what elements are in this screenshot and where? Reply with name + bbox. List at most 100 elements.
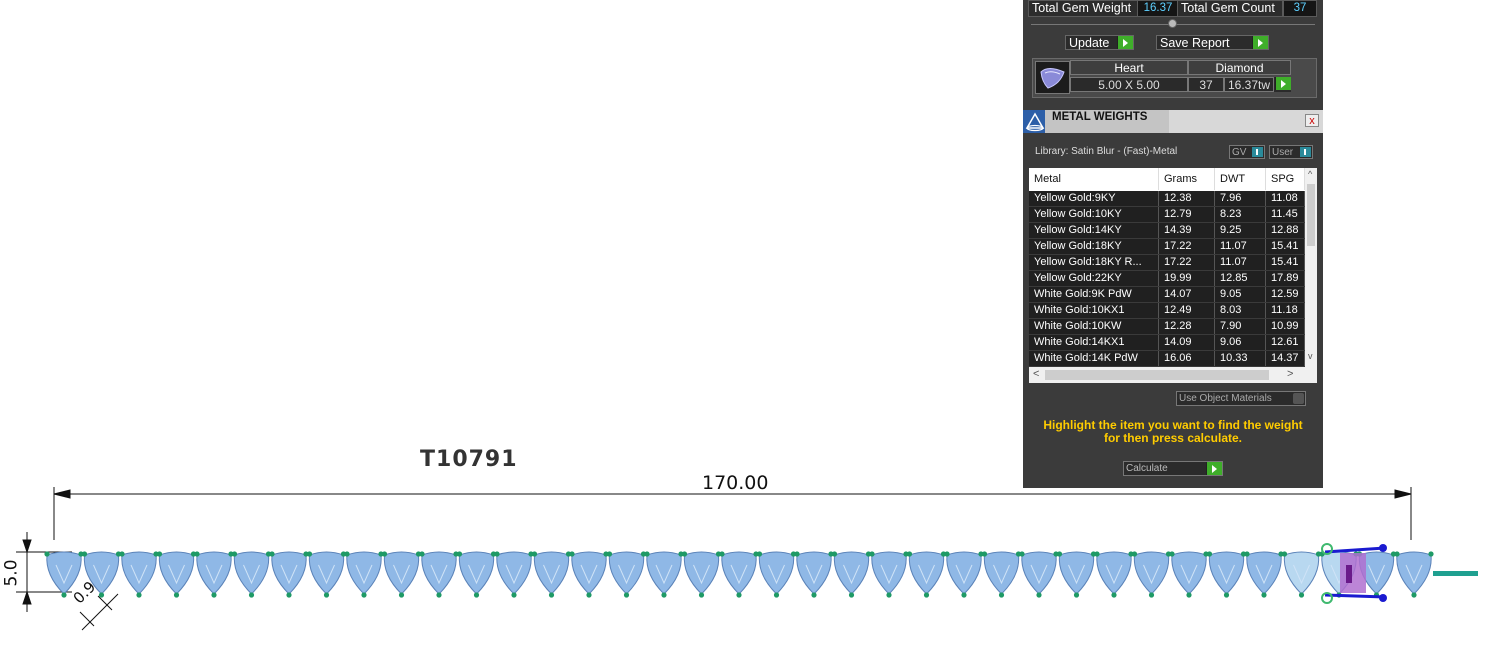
- horizontal-scroll-thumb[interactable]: [1045, 370, 1269, 380]
- heart-stone[interactable]: [496, 551, 532, 595]
- heart-stone[interactable]: [196, 551, 232, 595]
- save-report-arrow-icon: [1252, 36, 1268, 49]
- heart-stone[interactable]: [683, 551, 720, 595]
- gem-summary[interactable]: Heart Diamond 5.00 X 5.00 37 16.37tw: [1032, 58, 1317, 98]
- heart-stone[interactable]: [421, 551, 457, 595]
- heart-stone[interactable]: [533, 551, 570, 595]
- heart-stone[interactable]: [758, 551, 795, 595]
- gv-toggle[interactable]: GV: [1229, 145, 1265, 159]
- prong: [906, 551, 913, 557]
- heart-stone[interactable]: [83, 551, 120, 595]
- heart-stone[interactable]: [1208, 551, 1245, 595]
- heart-stone[interactable]: [983, 551, 1020, 595]
- prong: [381, 551, 388, 557]
- heart-stone[interactable]: [646, 551, 682, 595]
- stone-chain[interactable]: [44, 551, 1434, 598]
- heart-stone[interactable]: [271, 551, 307, 595]
- total-gem-count-label: Total Gem Count: [1177, 0, 1283, 17]
- heart-stone[interactable]: [1096, 551, 1132, 595]
- heart-stone[interactable]: [1133, 551, 1170, 595]
- heart-stone[interactable]: [796, 551, 832, 595]
- heart-stone[interactable]: [1021, 551, 1057, 595]
- update-button[interactable]: Update: [1065, 35, 1134, 50]
- heart-stone[interactable]: [908, 551, 945, 595]
- stone-facet: [805, 564, 823, 585]
- column-header-grams[interactable]: Grams: [1159, 168, 1215, 190]
- update-arrow-icon: [1117, 36, 1133, 49]
- table-cell: 7.90: [1215, 319, 1266, 334]
- splitter-handle[interactable]: [1168, 19, 1177, 28]
- heart-stone[interactable]: [308, 551, 345, 595]
- horizontal-scrollbar[interactable]: < >: [1029, 367, 1317, 383]
- heart-stone[interactable]: [346, 551, 382, 595]
- heart-stone[interactable]: [458, 551, 495, 595]
- save-report-button[interactable]: Save Report: [1156, 35, 1269, 50]
- scroll-down-icon[interactable]: v: [1308, 351, 1313, 361]
- prong: [773, 592, 780, 598]
- gem-material: Diamond: [1188, 60, 1291, 75]
- table-cell: 12.49: [1159, 303, 1215, 318]
- metal-weights-title: METAL WEIGHTS: [1052, 111, 1148, 123]
- table-cell: 7.96: [1215, 191, 1266, 206]
- gem-go-button[interactable]: [1274, 77, 1291, 92]
- heart-gem-icon: [1035, 61, 1070, 94]
- length-dimension-text: 170.00: [702, 472, 769, 494]
- calculate-arrow-icon: [1206, 462, 1222, 475]
- prong: [1244, 551, 1250, 557]
- table-cell: 11.45: [1266, 207, 1305, 222]
- heart-stone[interactable]: [1283, 551, 1320, 595]
- heart-stone[interactable]: [1058, 551, 1095, 595]
- heart-stone[interactable]: [1171, 551, 1207, 595]
- use-object-materials-indicator-icon: [1293, 393, 1304, 404]
- vertical-scroll-thumb[interactable]: [1307, 184, 1315, 246]
- scroll-up-icon[interactable]: ^: [1308, 169, 1313, 179]
- heart-stone[interactable]: [946, 551, 982, 595]
- column-header-metal[interactable]: Metal: [1029, 168, 1159, 190]
- heart-stone[interactable]: [46, 551, 82, 595]
- prong: [831, 551, 838, 557]
- stone-facet: [1255, 564, 1273, 585]
- heart-stone[interactable]: [1246, 551, 1282, 595]
- scroll-right-icon[interactable]: >: [1287, 368, 1294, 380]
- heart-stone[interactable]: [233, 551, 270, 595]
- heart-stone[interactable]: [721, 551, 757, 595]
- prong: [756, 551, 763, 557]
- heart-stone[interactable]: [1396, 551, 1432, 595]
- heart-stone[interactable]: [871, 551, 907, 595]
- heart-stone[interactable]: [608, 551, 645, 595]
- prong: [1073, 592, 1080, 598]
- scroll-left-icon[interactable]: <: [1033, 368, 1040, 380]
- heart-stone[interactable]: [571, 551, 607, 595]
- heart-stone[interactable]: [383, 551, 420, 595]
- gem-metal-panel: Total Gem Weight 16.37 Total Gem Count 3…: [1023, 0, 1323, 488]
- close-icon[interactable]: x: [1305, 114, 1319, 127]
- calculate-button[interactable]: Calculate: [1123, 461, 1223, 476]
- heart-stone[interactable]: [158, 551, 195, 595]
- table-cell: 12.88: [1266, 223, 1305, 238]
- prong: [473, 592, 480, 598]
- prong: [361, 592, 367, 598]
- column-header-spg[interactable]: SPG: [1266, 168, 1305, 190]
- calculate-hint: Highlight the item you want to find the …: [1043, 418, 1303, 445]
- heart-stone[interactable]: [833, 551, 870, 595]
- vertical-scrollbar[interactable]: ^ v: [1305, 168, 1317, 367]
- clasp[interactable]: [1321, 543, 1478, 604]
- use-object-materials-toggle[interactable]: Use Object Materials: [1176, 391, 1306, 406]
- column-header-dwt[interactable]: DWT: [1215, 168, 1266, 190]
- heart-stone[interactable]: [121, 551, 157, 595]
- table-cell: 11.08: [1266, 191, 1305, 206]
- user-toggle[interactable]: User: [1269, 145, 1313, 159]
